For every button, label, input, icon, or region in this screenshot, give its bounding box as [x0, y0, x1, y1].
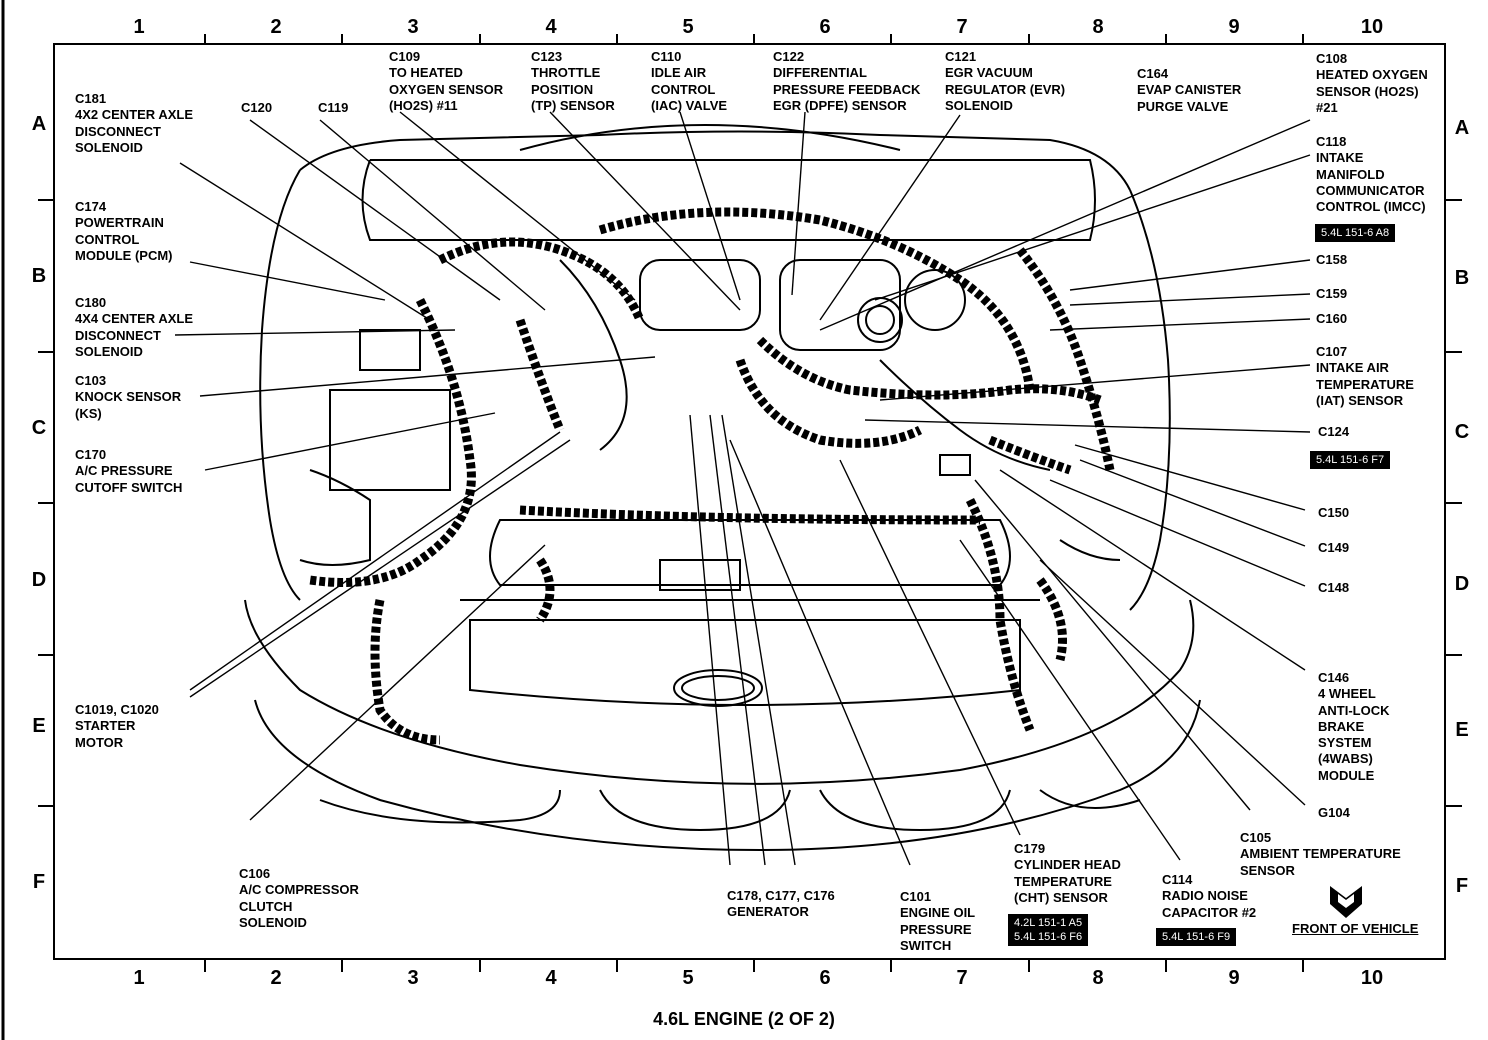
badge-c114: 5.4L 151-6 F9 [1156, 928, 1237, 946]
callout-c160: C160 [1316, 311, 1348, 326]
grid-row-right-b: B [1454, 267, 1470, 289]
badge-c179: 4.2L 151-1 A5 5.4L 151-6 F6 [1008, 914, 1089, 946]
grid-row-left-f: F [32, 871, 46, 893]
callout-c114: C114 RADIO NOISE CAPACITOR #2 [1162, 872, 1257, 920]
front-of-vehicle-label: FRONT OF VEHICLE [1292, 921, 1419, 936]
grid-row-right-e: E [1455, 719, 1469, 741]
grid-col-top-6: 6 [819, 16, 831, 38]
callout-c174: C174 POWERTRAIN CONTROL MODULE (PCM) [75, 199, 173, 263]
grid-col-top-2: 2 [270, 16, 282, 38]
callout-c118: C118 INTAKE MANIFOLD COMMUNICATOR CONTRO… [1316, 134, 1426, 215]
callout-g104: G104 [1318, 805, 1350, 820]
callout-c119: C119 [318, 100, 349, 115]
grid-row-right-a: A [1454, 117, 1470, 139]
grid-col-top-10: 10 [1360, 16, 1384, 38]
diagram-frame [53, 43, 1446, 960]
callout-c101: C101 ENGINE OIL PRESSURE SWITCH [900, 889, 976, 953]
grid-col-top-7: 7 [956, 16, 968, 38]
callout-c120: C120 [241, 100, 273, 115]
grid-col-bottom-1: 1 [133, 967, 145, 989]
callout-c124: C124 [1318, 424, 1350, 439]
grid-col-top-1: 1 [133, 16, 145, 38]
grid-row-right-d: D [1454, 573, 1470, 595]
grid-row-left-e: E [32, 715, 46, 737]
callout-c179: C179 CYLINDER HEAD TEMPERATURE (CHT) SEN… [1014, 841, 1121, 905]
grid-col-bottom-10: 10 [1360, 967, 1384, 989]
callout-c105: C105 AMBIENT TEMPERATURE SENSOR [1240, 830, 1401, 878]
vehicle-outline [244, 124, 1201, 852]
badge-c124: 5.4L 151-6 F7 [1310, 451, 1391, 469]
grid-col-bottom-8: 8 [1092, 967, 1104, 989]
grid-col-top-5: 5 [682, 16, 694, 38]
callout-c110: C110 IDLE AIR CONTROL (IAC) VALVE [651, 49, 728, 113]
grid-col-bottom-7: 7 [956, 967, 968, 989]
grid-row-right-f: F [1455, 875, 1469, 897]
callout-c181: C181 4X2 CENTER AXLE DISCONNECT SOLENOID [75, 91, 193, 155]
grid-row-left-d: D [31, 569, 47, 591]
grid-row-left-b: B [31, 265, 47, 287]
grid-col-top-4: 4 [545, 16, 557, 38]
badge-imcc: 5.4L 151-6 A8 [1315, 224, 1396, 242]
grid-row-right-c: C [1454, 421, 1470, 443]
front-arrow-icon [1330, 886, 1362, 918]
callout-c159: C159 [1316, 286, 1348, 301]
callout-c150: C150 [1318, 505, 1350, 520]
callout-c178: C178, C177, C176 GENERATOR [727, 888, 835, 920]
page-title: 4.6L ENGINE (2 OF 2) [653, 1009, 835, 1029]
wiring-harness [309, 207, 1115, 745]
grid-col-top-9: 9 [1228, 16, 1240, 38]
grid-col-top-3: 3 [407, 16, 419, 38]
callout-c107: C107 INTAKE AIR TEMPERATURE (IAT) SENSOR [1316, 344, 1414, 408]
leader-lines [174, 111, 1311, 866]
grid-col-top-8: 8 [1092, 16, 1104, 38]
callout-c122: C122 DIFFERENTIAL PRESSURE FEEDBACK EGR … [773, 49, 921, 113]
grid-row-left-c: C [31, 417, 47, 439]
callout-c103: C103 KNOCK SENSOR (KS) [75, 373, 182, 421]
grid-col-bottom-2: 2 [270, 967, 282, 989]
grid-col-bottom-4: 4 [545, 967, 557, 989]
callout-c180: C180 4X4 CENTER AXLE DISCONNECT SOLENOID [75, 295, 193, 359]
grid-col-bottom-9: 9 [1228, 967, 1240, 989]
grid-col-bottom-6: 6 [819, 967, 831, 989]
callout-c170: C170 A/C PRESSURE CUTOFF SWITCH [75, 447, 183, 495]
grid-row-left-a: A [31, 113, 47, 135]
callout-c1019: C1019, C1020 STARTER MOTOR [75, 702, 159, 750]
callout-c148: C148 [1318, 580, 1350, 595]
callout-c149: C149 [1318, 540, 1350, 555]
callout-c121: C121 EGR VACUUM REGULATOR (EVR) SOLENOID [945, 49, 1066, 113]
callout-c123: C123 THROTTLE POSITION (TP) SENSOR [531, 49, 615, 113]
callout-c109: C109 TO HEATED OXYGEN SENSOR (HO2S) #11 [389, 49, 504, 113]
callout-c164: C164 EVAP CANISTER PURGE VALVE [1137, 66, 1242, 114]
grid-col-bottom-5: 5 [682, 967, 694, 989]
grid-col-bottom-3: 3 [407, 967, 419, 989]
callout-c158: C158 [1316, 252, 1348, 267]
callout-c106: C106 A/C COMPRESSOR CLUTCH SOLENOID [239, 866, 359, 930]
grid-ticks [38, 34, 1462, 972]
callout-c146: C146 4 WHEEL ANTI-LOCK BRAKE SYSTEM (4WA… [1318, 670, 1390, 783]
callout-c108: C108 HEATED OXYGEN SENSOR (HO2S) #21 [1316, 51, 1428, 115]
